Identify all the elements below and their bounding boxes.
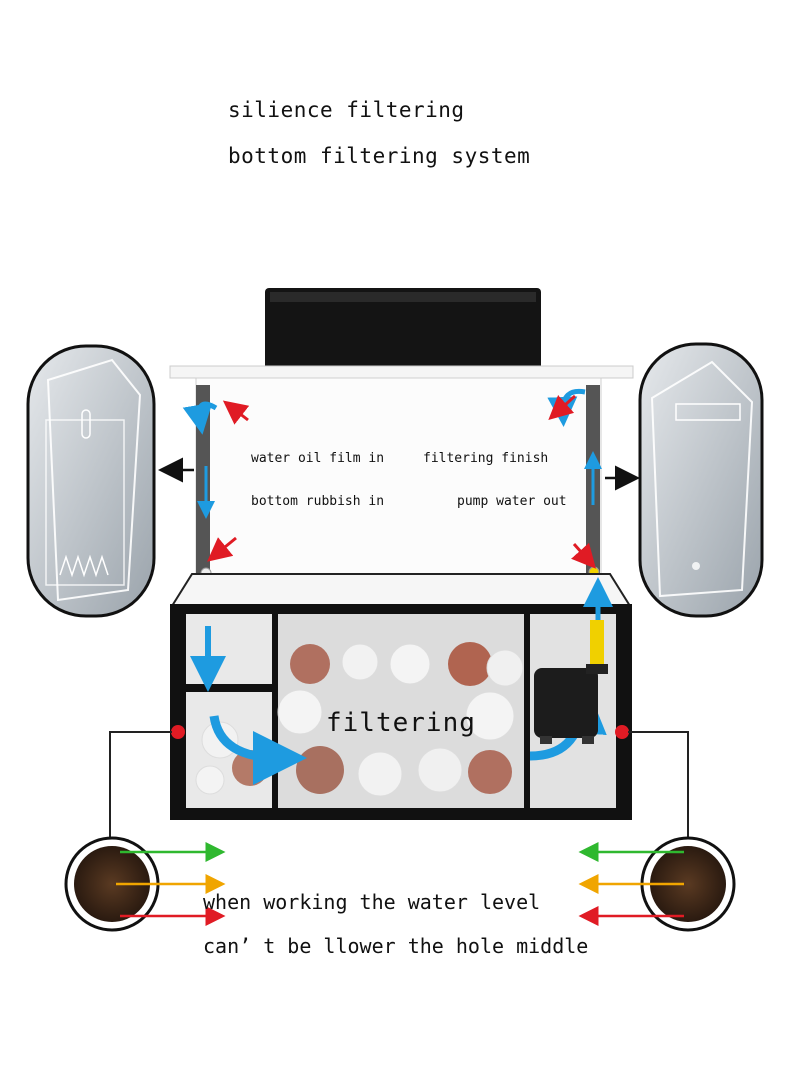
- curved-arrow-icon: [182, 401, 218, 435]
- note-line-1: when working the water level: [203, 890, 541, 914]
- label-oil-film: water oil film in: [251, 451, 385, 466]
- title-line-2: bottom filtering system: [228, 144, 531, 168]
- lamp: [265, 288, 541, 376]
- red-arrow-icon: [207, 536, 237, 562]
- label-pump-water-out: pump water out: [457, 494, 567, 509]
- red-arrow-icon: [571, 542, 596, 569]
- sump-cabinet: [170, 573, 632, 820]
- overflow-box-detail: [26, 344, 156, 618]
- return-box-detail: [638, 342, 764, 618]
- label-filtering: filtering: [326, 708, 476, 738]
- level-closeup-left: [64, 836, 160, 932]
- connector-right: [628, 731, 689, 846]
- tank-body: [195, 377, 602, 579]
- red-arrow-icon: [548, 394, 577, 421]
- level-hole-left: [171, 725, 185, 739]
- connector-left: [109, 731, 172, 846]
- label-filtering-finish: filtering finish: [423, 451, 549, 466]
- title-line-1: silience filtering: [228, 98, 465, 122]
- filter-media-icon: [195, 642, 524, 797]
- curved-arrow-icon: [209, 715, 307, 785]
- pump-icon: [534, 620, 608, 744]
- red-arrow-icon: [222, 400, 250, 425]
- level-closeup-right: [640, 836, 736, 932]
- label-bottom-rubbish: bottom rubbish in: [251, 494, 385, 509]
- tank-lid: [169, 365, 634, 379]
- level-hole-right: [615, 725, 629, 739]
- note-line-2: can’ t be llower the hole middle: [203, 934, 589, 958]
